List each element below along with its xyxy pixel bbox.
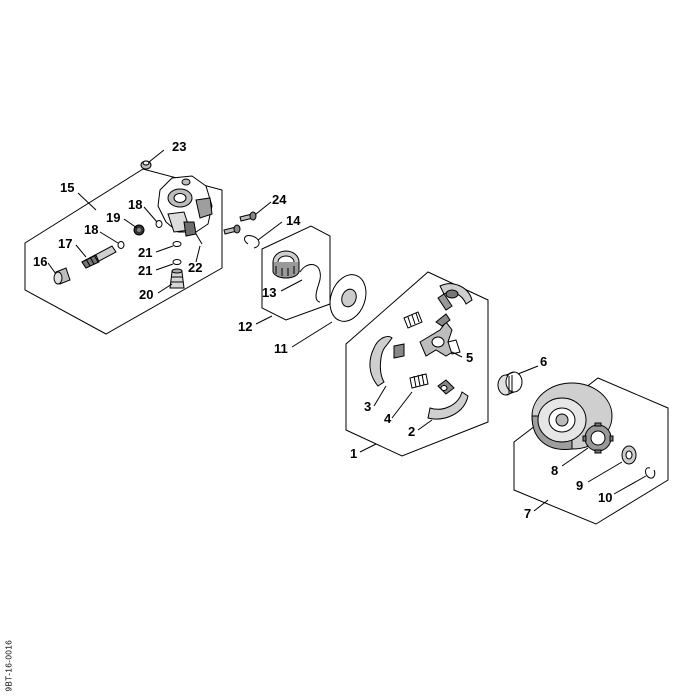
diagram-code: 9BT-16-0016 <box>2 636 16 696</box>
part-14-snap-ring <box>244 235 260 249</box>
callout-19: 19 <box>106 210 120 225</box>
callout-9: 9 <box>576 478 583 493</box>
oil-pump-body <box>157 175 213 237</box>
callout-21-upper: 21 <box>138 245 152 260</box>
callout-8: 8 <box>551 463 558 478</box>
group-outline-1 <box>345 271 489 457</box>
callout-21-lower: 21 <box>138 263 152 278</box>
callout-17: 17 <box>58 236 72 251</box>
part-22-pin <box>195 233 203 245</box>
part-13-spring-wire <box>299 264 321 303</box>
part-21-washer-upper <box>172 241 182 247</box>
part-10-e-clip <box>645 467 656 479</box>
callout-15: 15 <box>60 180 74 195</box>
callout-13: 13 <box>262 285 276 300</box>
part-6-needle-bearing <box>497 371 523 396</box>
part-13-worm-drive <box>272 250 300 279</box>
callout-6: 6 <box>540 354 547 369</box>
callout-labels: 23 15 18 19 18 17 16 21 21 20 22 24 14 1… <box>33 139 612 521</box>
callout-5: 5 <box>466 350 473 365</box>
callout-2: 2 <box>408 424 415 439</box>
clutch-shoe-upper <box>437 283 473 311</box>
part-5-clutch-hub <box>419 313 461 357</box>
part-2-clutch-shoe <box>427 379 469 420</box>
clutch-spring-upper <box>403 311 423 329</box>
callout-7: 7 <box>524 506 531 521</box>
part-3-clutch-shoe <box>369 335 405 387</box>
callout-1: 1 <box>350 446 357 461</box>
part-23-cap <box>140 160 152 170</box>
part-20-screw <box>169 268 185 289</box>
callout-4: 4 <box>384 411 392 426</box>
callout-20: 20 <box>139 287 153 302</box>
callout-14: 14 <box>286 213 301 228</box>
diagram-code-text: 9BT-16-0016 <box>4 639 14 692</box>
callout-22: 22 <box>188 260 202 275</box>
part-11-disk <box>329 274 367 322</box>
callout-16: 16 <box>33 254 47 269</box>
callout-18-upper: 18 <box>128 197 142 212</box>
part-8-sprocket <box>582 422 614 454</box>
part-21-washer-lower <box>172 259 182 265</box>
leader-lines <box>47 149 647 512</box>
callout-23: 23 <box>172 139 186 154</box>
part-18-oring-lower <box>117 241 125 249</box>
callout-11: 11 <box>274 341 288 356</box>
callout-12: 12 <box>238 319 252 334</box>
part-18-oring-upper <box>155 220 163 228</box>
group-outline-15 <box>24 168 223 335</box>
part-9-washer <box>621 445 637 465</box>
callout-10: 10 <box>598 490 612 505</box>
part-24-screws <box>223 211 257 235</box>
callout-18-lower: 18 <box>84 222 98 237</box>
callout-3: 3 <box>364 399 371 414</box>
part-17-worm-shaft <box>81 245 117 269</box>
part-4-spring <box>409 373 429 389</box>
callout-24: 24 <box>272 192 287 207</box>
part-16-bushing <box>53 267 71 285</box>
group-outline-7 <box>513 377 669 525</box>
